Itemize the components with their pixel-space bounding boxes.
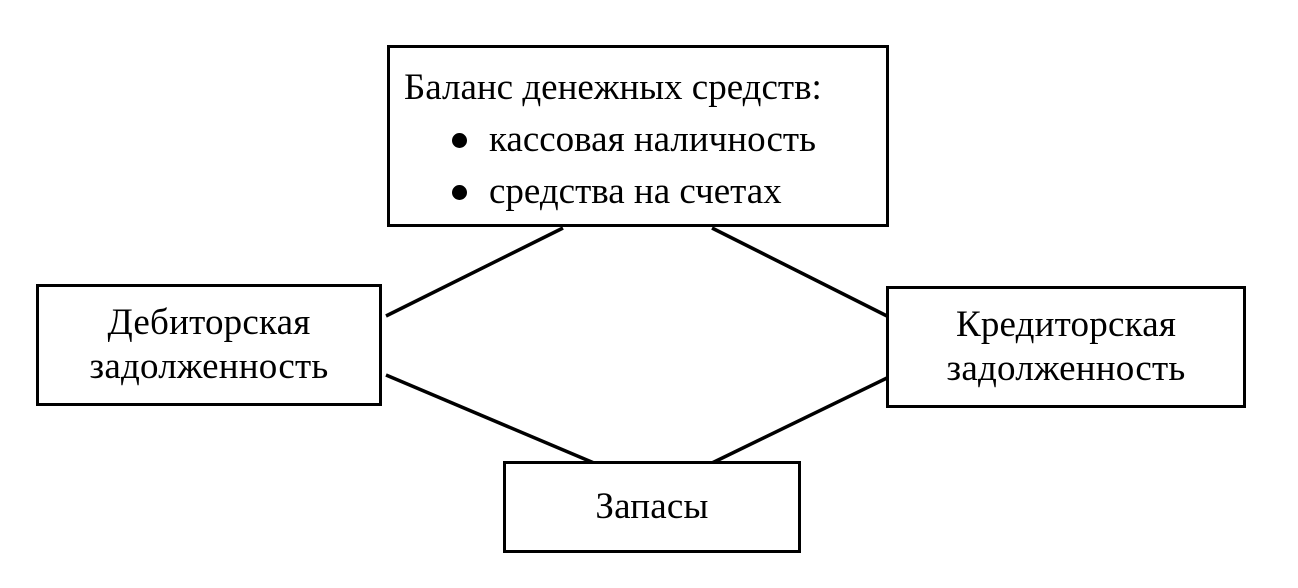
connector-cash-to-payables [711, 226, 888, 318]
cash-balance-item: средства на счетах [448, 166, 886, 218]
cash-balance-title: Баланс денежных средств: [404, 67, 822, 108]
bullet-icon [452, 185, 467, 200]
cash-balance-item: кассовая наличность [448, 114, 886, 166]
receivables-label-line-1: Дебиторская [107, 302, 311, 344]
bullet-icon [452, 133, 467, 148]
payables-label-line-2: задолженность [946, 348, 1186, 389]
connector-cash-to-receivables [385, 226, 564, 318]
inventory-box: Запасы [503, 461, 801, 553]
connector-payables-to-inventory [711, 376, 888, 465]
connector-receivables-to-inventory [385, 373, 595, 465]
cash-balance-box: Баланс денежных средств: кассовая наличн… [387, 45, 889, 227]
payables-label-line-1: Кредиторская [955, 304, 1177, 346]
cash-balance-item-label: средства на счетах [489, 171, 782, 212]
inventory-label: Запасы [595, 486, 709, 528]
receivables-box: Дебиторская задолженность [36, 284, 382, 406]
payables-box: Кредиторская задолженность [886, 286, 1246, 408]
cash-balance-item-label: кассовая наличность [489, 119, 816, 160]
receivables-label-line-2: задолженность [89, 346, 329, 387]
cash-balance-list: кассовая наличность средства на счетах [404, 114, 886, 218]
